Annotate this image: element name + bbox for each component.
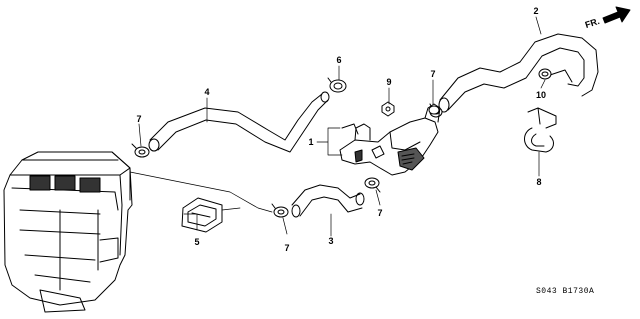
diagram-reference-code: S043 B1730A	[536, 287, 595, 296]
callout-7: 7	[377, 208, 383, 218]
callout-8: 8	[536, 177, 542, 187]
callout-10: 10	[535, 90, 546, 100]
callout-4: 4	[204, 87, 210, 97]
callout-6: 6	[336, 55, 342, 65]
heater-unit	[3, 151, 133, 313]
clamp-part-7	[131, 143, 150, 158]
clamp-part-7	[364, 177, 381, 193]
nut-part-9	[381, 101, 395, 117]
clamp-part-10	[538, 68, 552, 80]
callout-7: 7	[430, 69, 436, 79]
callout-9: 9	[386, 77, 392, 87]
hose-part-4	[148, 91, 330, 153]
callout-7: 7	[284, 243, 290, 253]
grommet-part-5	[181, 197, 223, 233]
callout-7: 7	[136, 114, 142, 124]
hose-part-2	[438, 33, 599, 113]
hose-part-3	[291, 184, 365, 218]
clamp-part-7	[271, 203, 289, 218]
front-direction-arrow-icon	[602, 6, 631, 24]
callout-3: 3	[328, 236, 334, 246]
callout-1: 1	[308, 137, 314, 147]
callout-2: 2	[533, 6, 539, 16]
callout-5: 5	[194, 237, 200, 247]
water-valve-assembly-part-1	[339, 103, 441, 176]
leader-lines	[129, 16, 546, 237]
holder-part-8	[524, 107, 557, 153]
clamp-part-6	[327, 77, 347, 93]
